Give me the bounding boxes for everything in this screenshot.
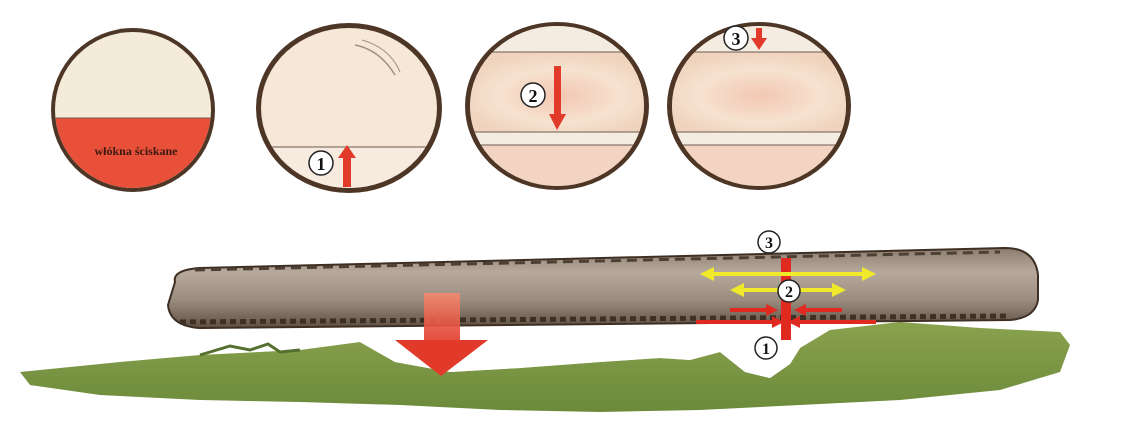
- cross-section-cut-3: 3: [665, 20, 855, 190]
- log-step-1-number: 1: [762, 341, 770, 358]
- log: [168, 248, 1038, 328]
- compressed-fibers-label: włókna ściskane: [94, 144, 178, 158]
- cross-section-cut-2: 2: [465, 20, 655, 190]
- red-arrow-down: [554, 66, 561, 116]
- cross-section-cut-1: 1: [255, 23, 445, 197]
- cross-section-compressed: włókna ściskane: [50, 28, 220, 198]
- ground: [20, 322, 1070, 412]
- log-step-3-number: 3: [765, 235, 773, 252]
- red-arrow-up: [343, 155, 351, 187]
- step-3-number: 3: [732, 29, 741, 49]
- log-step-2-number: 2: [785, 284, 793, 301]
- step-2-number: 2: [529, 86, 538, 106]
- step-1-number: 1: [317, 154, 326, 174]
